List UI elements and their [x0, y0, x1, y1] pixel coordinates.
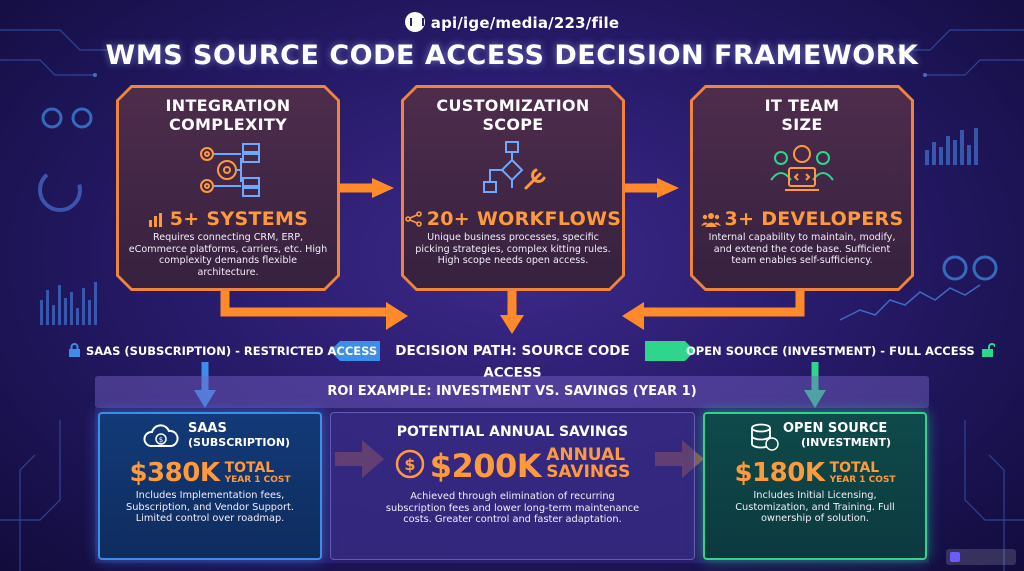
saas-restricted-label: SAAS (SUBSCRIPTION) - RESTRICTED ACCESS	[68, 340, 377, 362]
card-stat: 20+ WORKFLOWS	[426, 208, 622, 230]
gears-servers-icon	[193, 140, 263, 200]
savings-description: Achieved through elimination of recurrin…	[385, 491, 640, 525]
flowchart-wrench-icon	[478, 140, 548, 200]
card-stat: 5+ SYSTEMS	[169, 208, 309, 230]
svg-text:$: $	[404, 455, 415, 474]
open-source-head: OPEN SOURCE	[783, 421, 888, 436]
saas-description: Includes Implementation fees, Subscripti…	[125, 490, 295, 524]
savings-head: POTENTIAL ANNUAL SAVINGS	[396, 424, 629, 440]
svg-text:$: $	[159, 436, 163, 444]
saas-amount: $380K	[129, 458, 220, 488]
saas-amount-sublabel: YEAR 1 COST	[224, 475, 291, 485]
dollar-coin-icon: $	[395, 449, 424, 479]
open-full-access-label: OPEN SOURCE (INVESTMENT) - FULL ACCESS	[686, 340, 996, 362]
saas-sub: (SUBSCRIPTION)	[188, 436, 291, 449]
database-coins-icon	[751, 423, 779, 451]
card-description: Unique business processes, specific pick…	[415, 232, 611, 266]
watermark-logo	[946, 549, 1016, 565]
left-gauges	[38, 107, 93, 212]
bar-chart-icon	[148, 211, 166, 227]
share-nodes-icon	[405, 211, 423, 227]
cloud-dollar-icon: $	[143, 424, 179, 447]
users-icon	[701, 211, 721, 227]
url-header: api/ige/media/223/file	[0, 12, 1024, 32]
developer-team-icon	[767, 140, 837, 200]
open-source-amount: $180K	[734, 458, 825, 488]
open-source-amount-sublabel: YEAR 1 COST	[829, 475, 896, 485]
app-logo-icon	[404, 12, 425, 32]
card-stat: 3+ DEVELOPERS	[724, 208, 904, 230]
savings-amount: $200K	[429, 447, 542, 485]
url-text: api/ige/media/223/file	[430, 14, 620, 32]
card-description: Internal capability to maintain, modify,…	[708, 232, 896, 266]
savings-amount-sublabel: SAVINGS	[546, 462, 631, 482]
open-source-description: Includes Initial Licensing, Customizatio…	[735, 490, 895, 524]
saas-head: SAAS	[188, 421, 227, 436]
savings-amount-label: ANNUAL	[546, 445, 626, 465]
card-description: Requires connecting CRM, ERP, eCommerce …	[128, 232, 328, 278]
lock-icon	[69, 343, 80, 357]
unlock-icon	[981, 343, 996, 357]
open-source-sub: (INVESTMENT)	[801, 436, 891, 449]
open-source-amount-label: TOTAL	[829, 460, 880, 476]
page-title: WMS SOURCE CODE ACCESS DECISION FRAMEWOR…	[105, 40, 919, 71]
decision-path-label: DECISION PATH: SOURCE CODE ACCESS	[395, 343, 630, 381]
roi-band: ROI EXAMPLE: INVESTMENT VS. SAVINGS (YEA…	[95, 376, 929, 408]
saas-amount-label: TOTAL	[224, 460, 275, 476]
